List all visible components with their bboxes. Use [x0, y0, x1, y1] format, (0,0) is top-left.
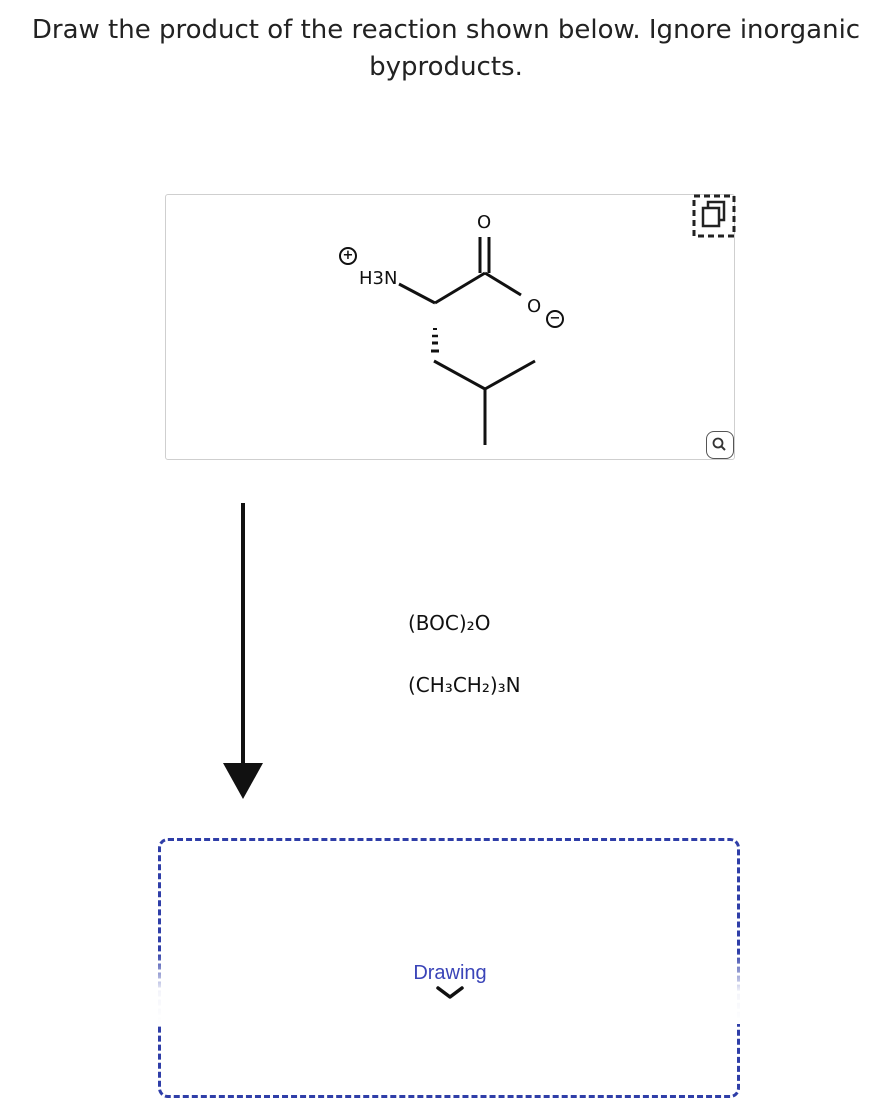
chevron-down-icon	[436, 986, 464, 999]
copy-molecule-icon	[692, 194, 736, 238]
bottom-fade-overlay	[0, 952, 892, 1024]
carbonyl-oxygen-label: O	[477, 212, 492, 233]
molecule-bonds	[398, 237, 536, 445]
reagent-triethylamine: (CH₃CH₂)₃N	[408, 673, 521, 697]
amine-nitrogen-label: H3N	[359, 268, 398, 289]
drawing-toggle-label: Drawing	[413, 962, 487, 984]
copy-molecule-button[interactable]	[692, 194, 736, 238]
negative-charge-icon: −	[546, 310, 564, 328]
carboxylate-oxygen-label: O	[527, 296, 542, 317]
question-text: Draw the product of the reaction shown b…	[31, 15, 861, 82]
reaction-arrow	[223, 503, 263, 799]
reactant-structure-panel: H3N O O + −	[165, 194, 735, 460]
drawing-toggle-button[interactable]: Drawing	[395, 962, 505, 1020]
zoom-icon	[712, 437, 726, 451]
reagent-boc-anhydride: (BOC)₂O	[408, 611, 491, 635]
positive-charge-icon: +	[339, 247, 357, 265]
zoom-button[interactable]	[706, 431, 734, 459]
